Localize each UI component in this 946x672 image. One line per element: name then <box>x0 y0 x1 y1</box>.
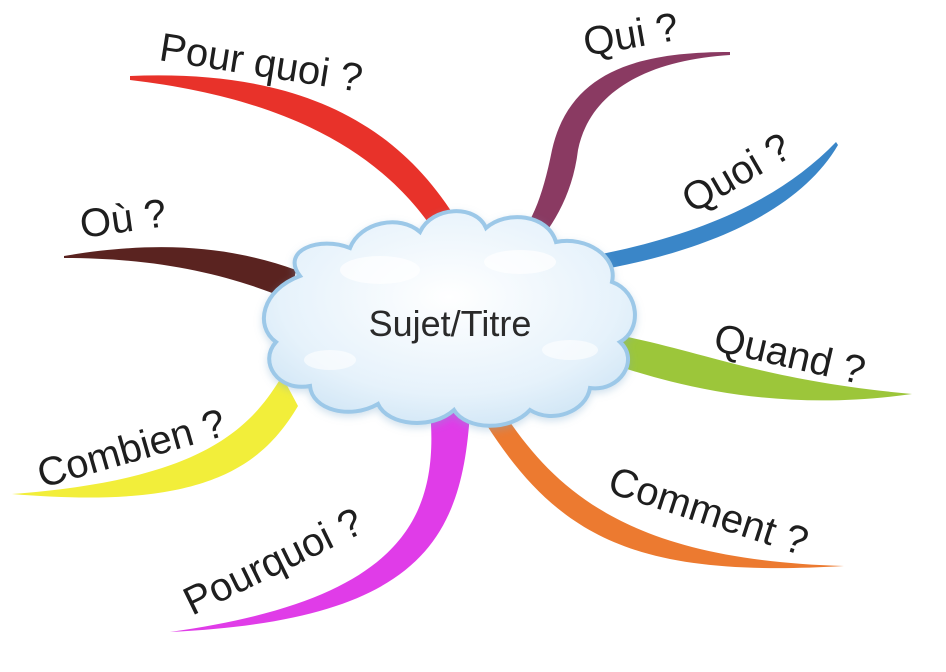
center-label: Sujet/Titre <box>369 303 532 344</box>
label-quoi: Quoi ? <box>675 125 799 222</box>
branch-quand <box>606 334 912 401</box>
cloud-highlight <box>484 250 556 274</box>
label-pourquoi: Pourquoi ? <box>177 500 370 624</box>
branch-pourquoi <box>170 410 470 632</box>
label-ou: Où ? <box>77 191 169 247</box>
branch-quoi <box>592 142 838 270</box>
cloud-highlight <box>542 340 598 360</box>
branch-combien <box>12 376 298 498</box>
label-qui: Qui ? <box>580 5 682 65</box>
center-cloud <box>261 209 637 428</box>
branch-pour-quoi <box>130 75 458 240</box>
branch-comment <box>486 410 844 569</box>
cloud-highlight <box>340 256 420 284</box>
cloud-highlight <box>304 350 356 370</box>
branch-ou <box>64 247 296 300</box>
